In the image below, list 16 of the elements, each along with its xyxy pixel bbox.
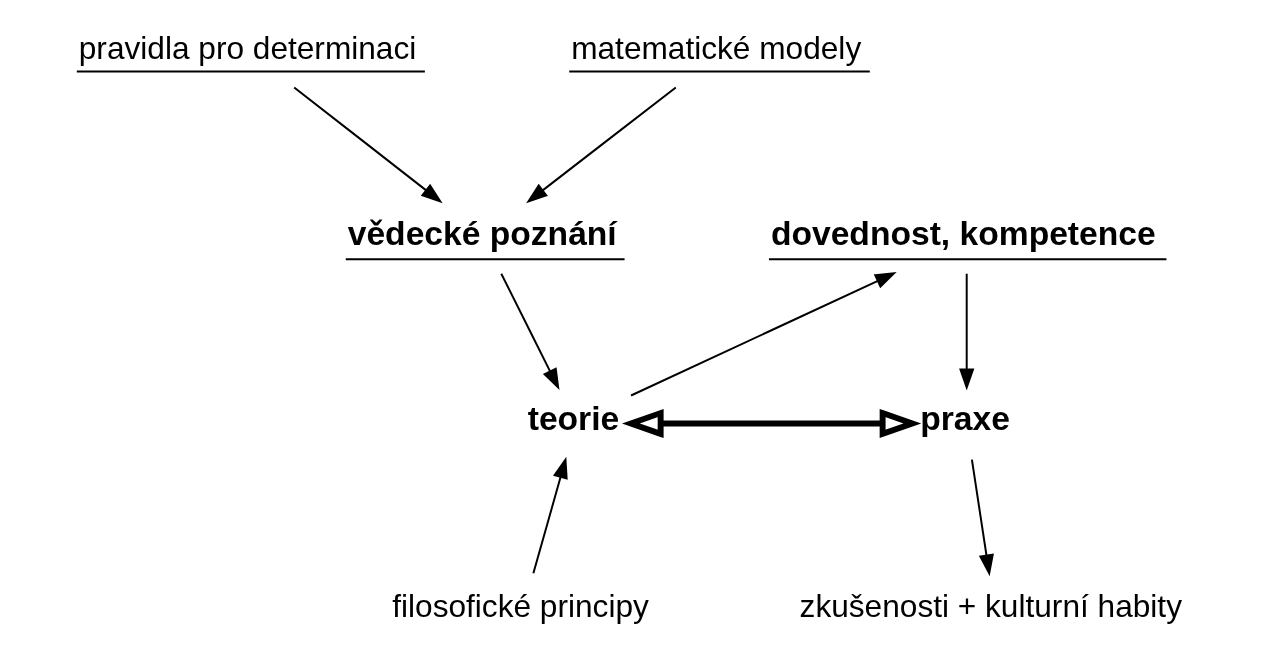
node-text: vědecké poznání (347, 214, 617, 252)
node-text: zkušenosti + kulturní habity (799, 587, 1182, 624)
arrow (500, 272, 560, 391)
node-text: praxe (920, 399, 1010, 437)
node-text: dovednost, kompetence (770, 214, 1156, 252)
node-text: matematické modely (571, 30, 862, 67)
node-text: filosofické principy (392, 587, 649, 624)
arrow (622, 408, 922, 438)
arrow (293, 86, 443, 204)
node-text: pravidla pro determinaci (78, 30, 417, 67)
arrow (959, 272, 975, 391)
arrow (532, 456, 568, 575)
node-text: teorie (527, 399, 620, 437)
arrow (970, 458, 994, 577)
arrow (630, 272, 897, 397)
arrow (526, 86, 677, 204)
